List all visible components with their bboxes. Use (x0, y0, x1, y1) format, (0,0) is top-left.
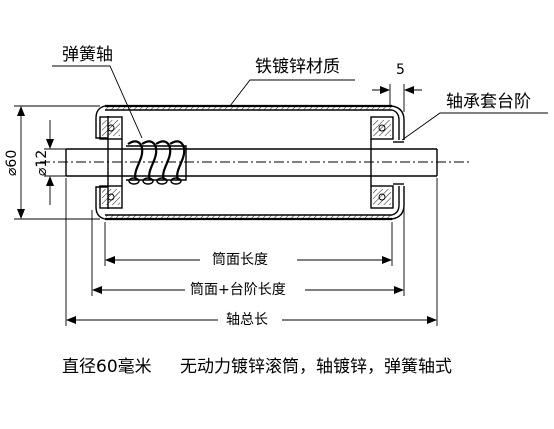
gap-label: 5 (396, 62, 405, 78)
dim-tube-length: 筒面长度 (104, 222, 393, 268)
label-gap: 5 (372, 62, 422, 112)
roller-tube (105, 104, 392, 221)
tube-length-label: 筒面长度 (212, 251, 268, 268)
shaft (65, 148, 438, 177)
spring (126, 140, 187, 185)
dim-outer-diameter: ⌀60 (4, 105, 100, 220)
outer-diameter-label: ⌀60 (4, 150, 20, 176)
right-bearing-housing (370, 105, 405, 220)
tube-step-length-label: 筒面+台阶长度 (190, 281, 286, 298)
dim-shaft-length: 轴总长 (65, 178, 438, 328)
caption-diameter: 直径60毫米 (62, 357, 152, 377)
caption-description: 无动力镀锌滚筒，轴镀锌，弹簧轴式 (180, 357, 452, 377)
label-material: 铁镀锌材质 (229, 57, 355, 107)
spring-shaft-label: 弹簧轴 (62, 45, 113, 65)
left-bearing-housing (95, 105, 123, 220)
shaft-diameter-label: ⌀12 (34, 150, 50, 176)
material-label: 铁镀锌材质 (255, 57, 340, 77)
dim-shaft-diameter: ⌀12 (34, 120, 66, 205)
shaft-length-label: 轴总长 (226, 312, 268, 328)
bearing-step-label: 轴承套台阶 (446, 92, 531, 112)
dim-tube-step-length: 筒面+台阶长度 (91, 208, 405, 298)
label-spring-shaft: 弹簧轴 (52, 45, 143, 139)
label-bearing-step: 轴承套台阶 (401, 92, 548, 141)
